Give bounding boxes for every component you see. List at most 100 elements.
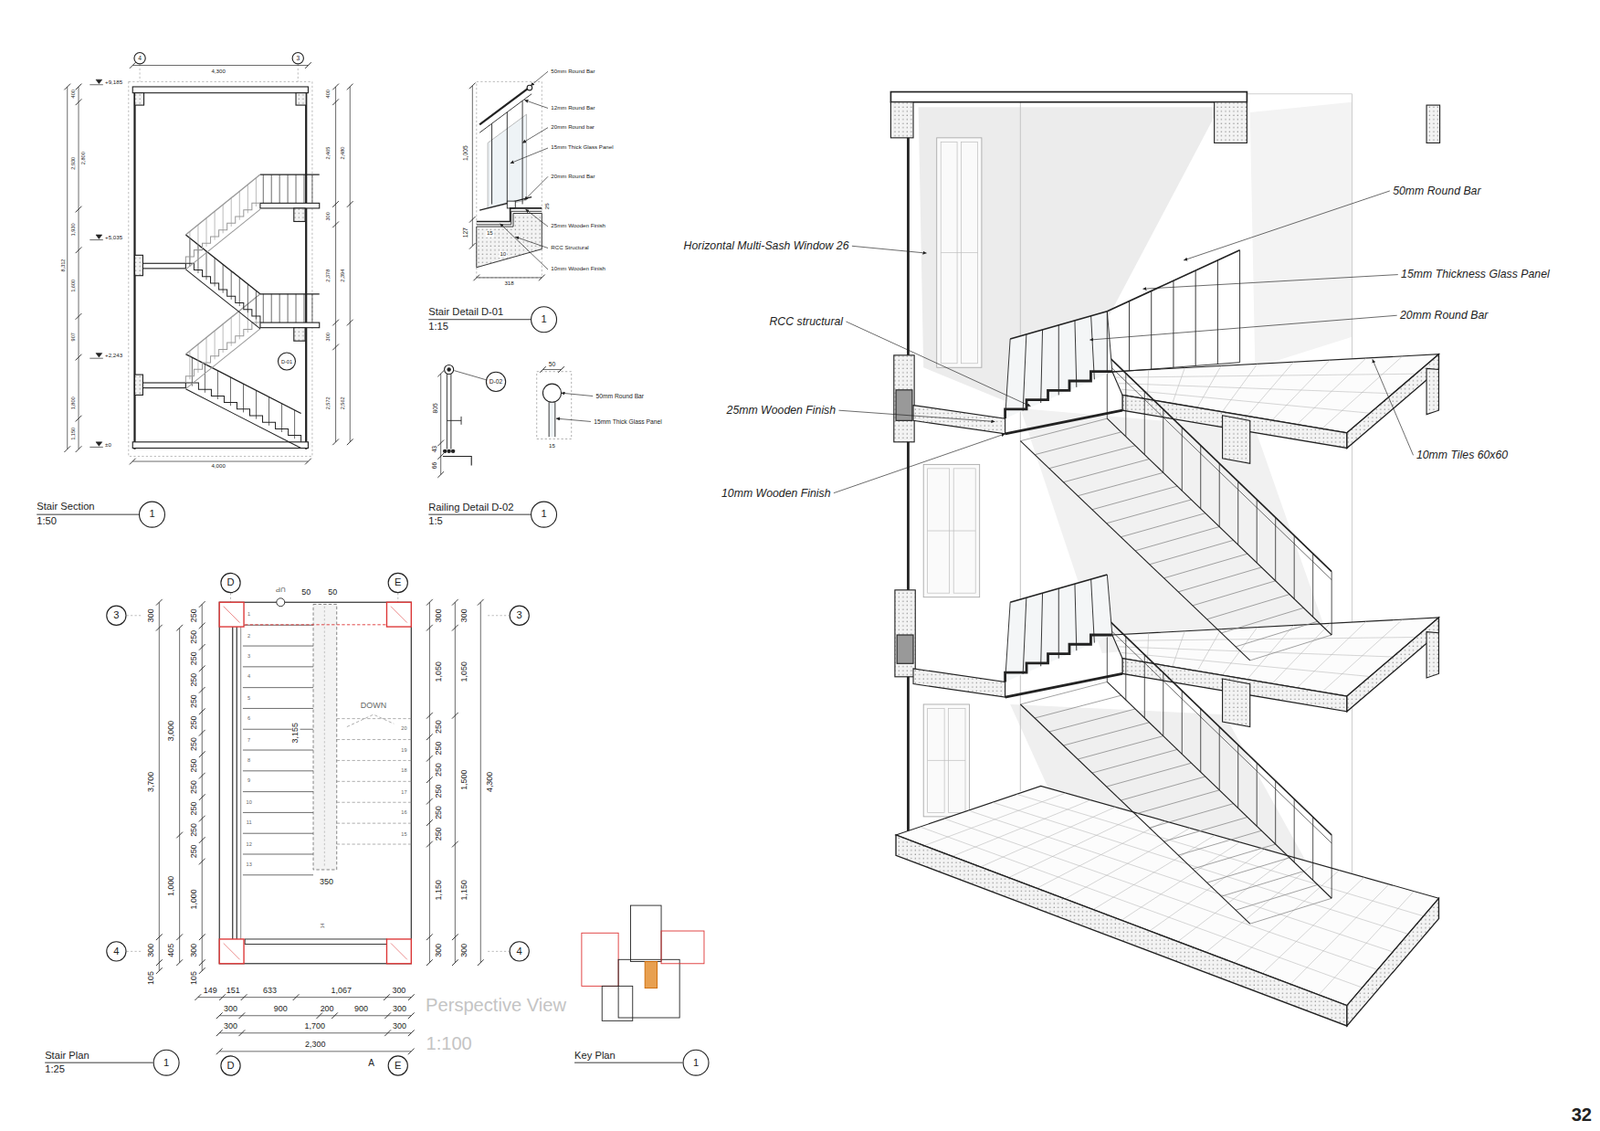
roof-slab	[890, 92, 1247, 103]
wall	[231, 626, 233, 939]
drawing-circle	[442, 449, 447, 453]
dimension-tick	[557, 366, 565, 373]
dimension-tick	[408, 1048, 415, 1055]
dimension-tick	[477, 599, 485, 606]
drawing-circle	[542, 383, 561, 402]
baluster	[1091, 578, 1095, 643]
dimension-text: 318	[504, 281, 514, 287]
tread	[1077, 736, 1164, 759]
baluster	[247, 284, 249, 313]
baluster	[1217, 260, 1219, 365]
dimension-text: RCC Structural	[550, 244, 589, 251]
column	[894, 355, 915, 443]
dimension-tick	[437, 471, 444, 478]
dimension-text: 12mm Round Bar	[550, 105, 595, 111]
baluster	[1106, 574, 1113, 635]
tread-below	[336, 738, 412, 740]
dimension-tick	[199, 750, 206, 758]
beam	[890, 102, 914, 138]
line-work	[1351, 94, 1353, 898]
tread	[242, 769, 314, 771]
dimension-tick	[426, 958, 433, 966]
tread	[1049, 708, 1136, 732]
grid-bubble: D-02	[485, 371, 506, 392]
leader-line	[1089, 315, 1397, 340]
dimension-text: 1,150	[71, 427, 77, 441]
tread	[1192, 843, 1276, 869]
dimension-tick	[452, 933, 459, 940]
dimension-text: 10	[246, 799, 253, 805]
dimension-tick	[426, 733, 433, 740]
dimension-text: 1,050	[434, 661, 443, 682]
baluster	[1181, 690, 1183, 754]
line-work	[442, 455, 472, 465]
dimension-text: 1,000	[189, 888, 199, 909]
dimension-text: 20	[400, 726, 407, 732]
drawing-title: Stair Section	[36, 501, 95, 512]
leader-line	[845, 321, 1031, 407]
grid-bubble: 4	[105, 940, 127, 961]
dimension-tick	[156, 933, 163, 940]
baluster	[1331, 571, 1333, 635]
tread	[1163, 816, 1247, 842]
baluster	[247, 184, 249, 213]
dimension-tick	[426, 599, 433, 606]
tread	[1178, 830, 1262, 855]
drawing-title: Perspective View	[425, 996, 567, 1015]
baluster	[263, 294, 264, 323]
dimension-tick	[332, 319, 339, 327]
dimension-tick	[199, 686, 206, 694]
callout-label: 10mm Tiles 60x60	[1416, 449, 1508, 461]
dimension-text: 15	[400, 831, 407, 837]
dimension-text: 43	[431, 445, 439, 453]
dimension-text: 15mm Thick Glass Panel	[593, 418, 662, 425]
dimension-text: 250	[189, 778, 199, 793]
dimension-tick	[437, 452, 444, 460]
tread	[1120, 513, 1206, 537]
baluster	[1195, 270, 1197, 366]
bubble-text: E	[394, 1060, 401, 1071]
wall	[236, 626, 238, 939]
dimension-tick	[305, 458, 312, 465]
dimension-tick	[156, 958, 163, 966]
dimension-tick	[199, 600, 206, 608]
beam	[134, 374, 143, 395]
drawing-circle	[446, 449, 451, 453]
dimension-text: 11	[246, 820, 253, 826]
dimension-tick	[426, 841, 433, 848]
dimension-text: 250	[189, 757, 199, 772]
baluster	[1239, 250, 1241, 363]
baluster	[189, 231, 190, 260]
dimension-text: 900	[354, 1005, 369, 1014]
dimension-tick	[199, 958, 206, 966]
baluster	[222, 204, 224, 233]
line-work	[1246, 93, 1352, 95]
tread	[1063, 459, 1149, 483]
dimension-text: 5	[247, 694, 251, 701]
baluster	[1150, 290, 1152, 369]
baluster	[287, 294, 289, 323]
tread-below	[336, 822, 412, 824]
slab	[132, 86, 308, 94]
dimension-text: 300	[223, 1005, 238, 1014]
baluster	[1237, 481, 1239, 545]
dimension-text: +5,035	[105, 234, 123, 241]
line-work	[1020, 102, 1022, 791]
baluster	[1312, 816, 1314, 880]
dimension-tick	[538, 274, 546, 282]
drawing-rect	[661, 930, 705, 964]
baluster	[1005, 601, 1011, 682]
dimension-line	[219, 1050, 411, 1052]
dimension-line	[158, 601, 160, 970]
line-work	[487, 614, 509, 616]
dimension-tick	[426, 933, 433, 940]
dimension-text: 105	[189, 970, 199, 985]
beam	[295, 93, 306, 106]
tread	[1207, 594, 1290, 620]
dimension-text: 3,700	[147, 771, 156, 792]
dimension-tick	[219, 993, 226, 1000]
dimension-text: 7	[247, 736, 251, 743]
column	[894, 589, 916, 677]
slab	[132, 442, 308, 449]
dimension-text: +9,185	[105, 79, 123, 85]
